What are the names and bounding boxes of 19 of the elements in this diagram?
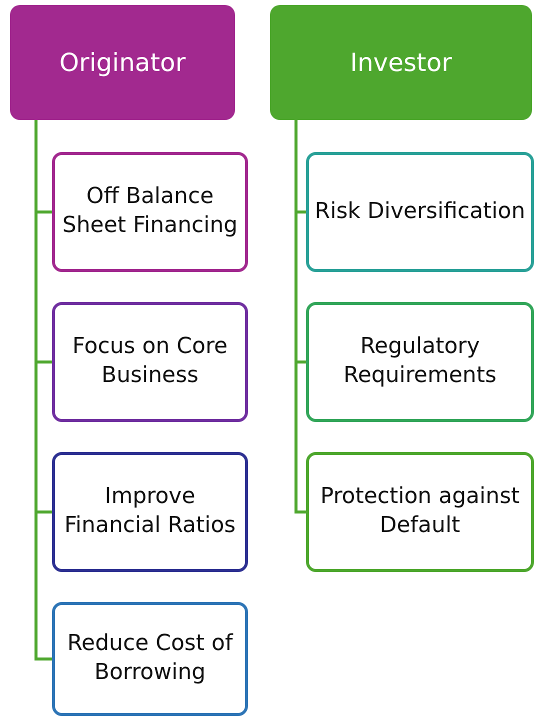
header-box — [270, 5, 532, 120]
item-box — [52, 602, 248, 716]
item-box — [306, 152, 534, 272]
header-text: Investor — [350, 48, 452, 77]
item-box — [52, 452, 248, 572]
item-text: Improve Financial Ratios — [63, 483, 237, 540]
header-box — [10, 5, 235, 120]
item-text: Reduce Cost of Borrowing — [66, 630, 234, 687]
item-text: Risk Diversification — [314, 198, 526, 226]
item-box — [52, 152, 248, 272]
item-text: Protection against Default — [319, 483, 521, 540]
header-text: Originator — [59, 48, 186, 77]
item-box — [306, 452, 534, 572]
item-text: Focus on Core Business — [71, 333, 229, 390]
connector-line — [294, 120, 306, 514]
item-box — [52, 302, 248, 422]
item-text: Regulatory Requirements — [342, 333, 498, 390]
item-text: Off Balance Sheet Financing — [61, 183, 239, 240]
item-box — [306, 302, 534, 422]
